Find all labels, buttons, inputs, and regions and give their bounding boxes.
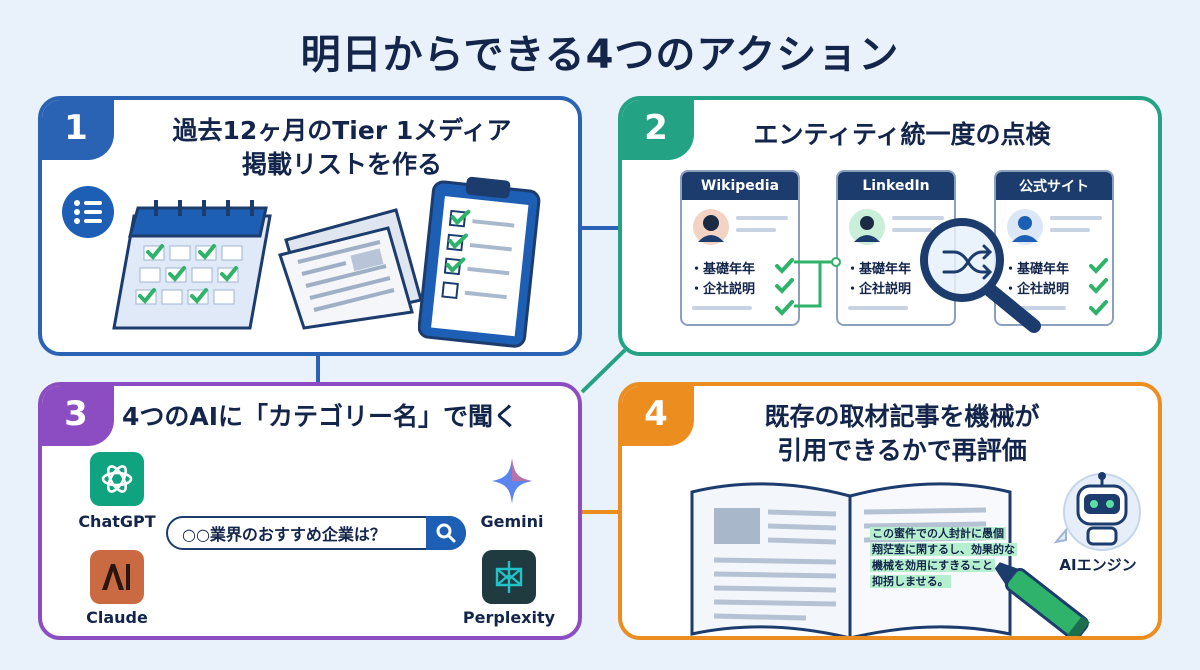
search-query-text: ○○業界のおすすめ企業は？: [182, 525, 386, 544]
action-panel-2: 2 エンティティ統一度の点検 Wikipedia ・基礎年年 ・企社説明 Lin…: [618, 96, 1162, 356]
action-title: 過去12ヶ月のTier 1メディア 掲載リストを作る: [172, 116, 512, 179]
claude-logo-icon: [90, 550, 144, 604]
profile-card-source: Wikipedia: [682, 172, 798, 200]
ai-engine-label: ChatGPT: [78, 512, 156, 531]
profile-card-wikipedia: Wikipedia ・基礎年年 ・企社説明: [680, 170, 800, 326]
action-title: エンティティ統一度の点検: [753, 120, 1051, 149]
action-number-badge: 3: [42, 386, 114, 446]
action-number-badge: 4: [622, 386, 694, 446]
action-number-badge: 1: [42, 100, 114, 160]
ai-engine-label: Perplexity: [462, 608, 556, 627]
search-button[interactable]: [426, 516, 466, 550]
page-title: 明日からできる4つのアクション: [300, 32, 900, 78]
gemini-logo-icon: [492, 458, 532, 504]
action-title: 既存の取材記事を機械が 引用できるかで再評価: [764, 402, 1040, 465]
check-icons: [1089, 258, 1108, 316]
newspaper-icon: [278, 208, 423, 330]
link-lines: [794, 257, 841, 308]
person-avatar-icon: [1007, 209, 1043, 245]
profile-card-source: 公式サイト: [996, 172, 1112, 200]
action-number-badge: 2: [622, 100, 694, 160]
chatgpt-logo-icon: [90, 452, 144, 506]
ai-engine-label: Gemini: [480, 512, 544, 531]
check-icons: [775, 258, 794, 316]
action-panel-4: 4 既存の取材記事を機械が 引用できるかで再評価 この蜜件での人封計に愚個 翔茫…: [618, 382, 1162, 640]
action-panel-1: 1 過去12ヶ月のTier 1メディア 掲載リストを作る: [38, 96, 582, 356]
highlighter-marker-icon: [994, 562, 1090, 636]
search-icon: [436, 523, 456, 543]
robot-label: AIエンジン: [1059, 556, 1137, 574]
person-avatar-icon: [693, 209, 729, 245]
profile-card-official-site: 公式サイト ・基礎年年 ・企社説明: [994, 170, 1114, 326]
profile-card-source: LinkedIn: [838, 172, 954, 200]
calendar-icon: [112, 200, 272, 330]
action-panel-3: 3 4つのAIに「カテゴリー名」で聞く ChatGPT Gemini Claud…: [38, 382, 582, 640]
magnifier-icon: [920, 218, 1041, 333]
list-icon: [62, 186, 114, 238]
ai-engine-label: Claude: [86, 608, 148, 627]
robot-icon: [1053, 472, 1141, 551]
highlighted-passage: この蜜件での人封計に愚個 翔茫室に閑するし、効果的な 機械を効用にすきること 抑…: [870, 527, 1017, 588]
action-title: 4つのAIに「カテゴリー名」で聞く: [122, 402, 519, 431]
perplexity-logo-icon: [482, 550, 536, 604]
ai-query-search-box[interactable]: ○○業界のおすすめ企業は？: [166, 516, 466, 550]
clipboard-checklist-icon: [418, 176, 541, 348]
person-avatar-icon: [849, 209, 885, 245]
